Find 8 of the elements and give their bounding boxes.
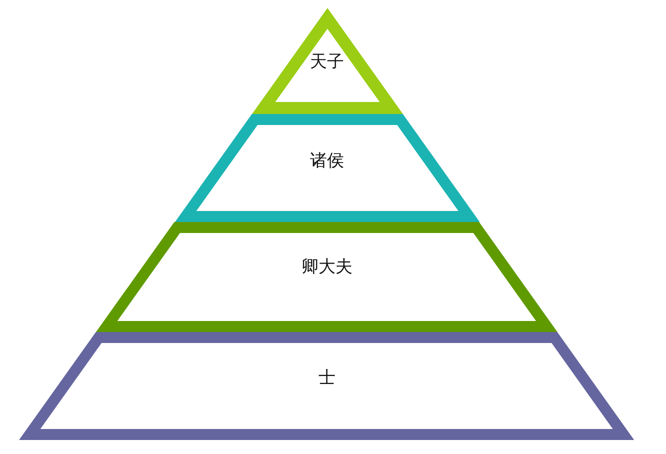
pyramid-tier [19, 332, 635, 440]
tier-label: 卿大夫 [301, 257, 352, 277]
tier-label: 天子 [310, 52, 344, 72]
tier-label: 士 [318, 368, 336, 388]
pyramid-tier [252, 8, 402, 114]
pyramid-tier [96, 222, 558, 332]
tier-label: 诸侯 [310, 151, 344, 171]
pyramid-tier [174, 114, 480, 222]
